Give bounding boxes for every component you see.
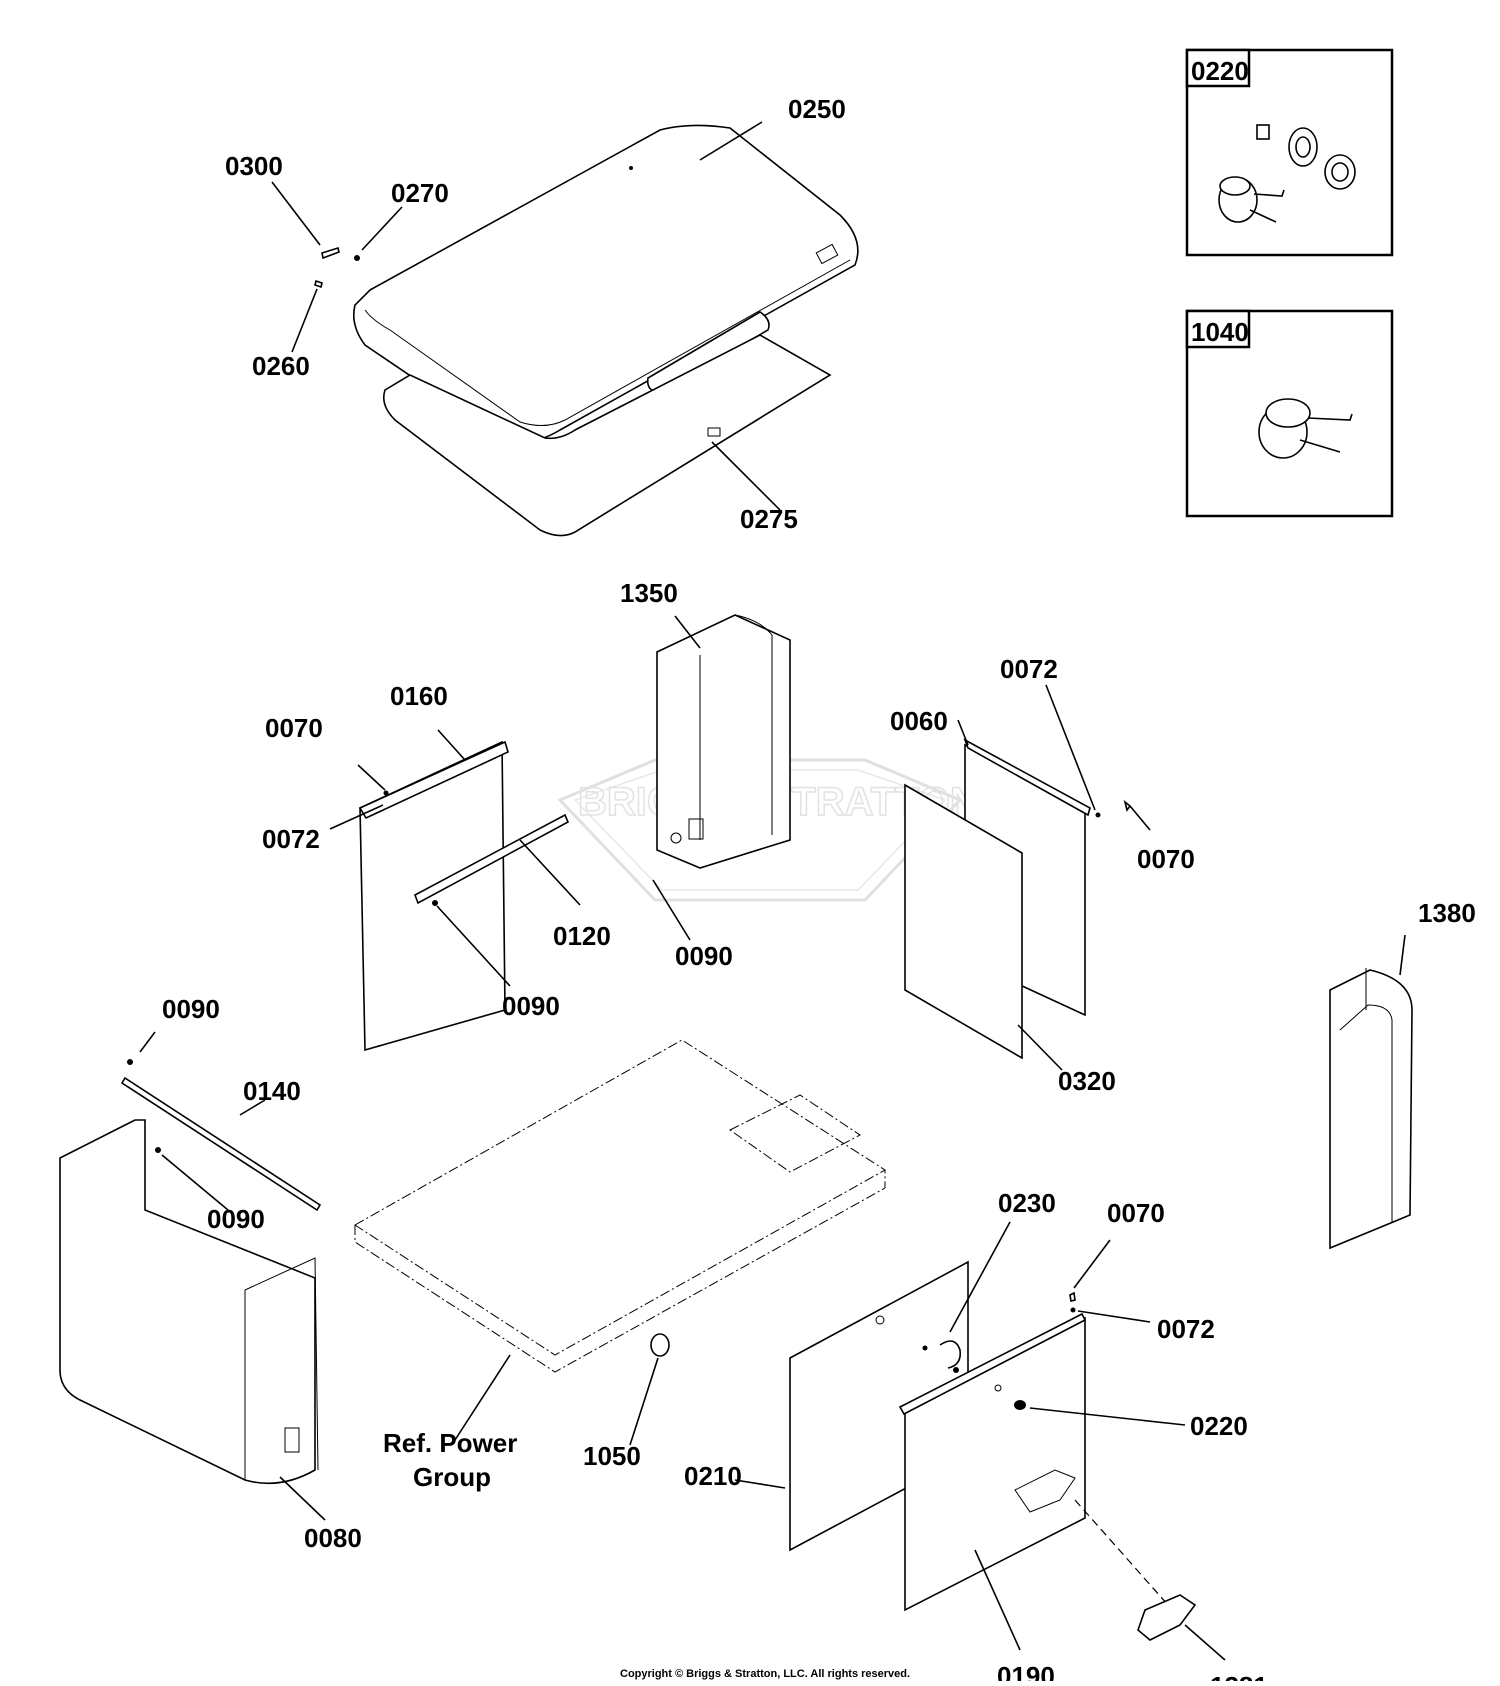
callout-0090-lower-left: 0090 <box>207 1204 265 1234</box>
part-0080-enclosure-side <box>59 1119 326 1521</box>
part-1381-badge <box>1074 1499 1226 1661</box>
inset-box-1040: 1040 <box>1185 309 1394 518</box>
callout-0072-left: 0072 <box>262 824 320 854</box>
inset-box-label-1040: 1040 <box>1191 317 1249 347</box>
callout-0300: 0300 <box>225 151 283 181</box>
part-0120-brace <box>414 813 581 987</box>
callout-0220: 0220 <box>1190 1411 1248 1441</box>
copyright-notice: Copyright © Briggs & Stratton, LLC. All … <box>620 1668 910 1680</box>
part-hardware-0300-0270-0260 <box>271 181 403 353</box>
callout-1350: 1350 <box>620 578 678 608</box>
part-0140-bar <box>120 1031 322 1212</box>
part-0230-latch <box>922 1221 1011 1373</box>
part-0160-left-panel <box>329 729 509 1052</box>
part-hardware-0070-0072 <box>1069 1239 1151 1323</box>
part-0320-side-panel <box>904 783 1063 1071</box>
callout-1050: 1050 <box>583 1441 641 1471</box>
callout-0140: 0140 <box>243 1076 301 1106</box>
callout-0070-right: 0070 <box>1137 844 1195 874</box>
part-1380-end-panel <box>1329 934 1413 1250</box>
callout-0250: 0250 <box>788 94 846 124</box>
key-lock-assembly-icon <box>1218 124 1356 223</box>
callout-ref-power-line1: Ref. Power <box>383 1428 517 1458</box>
callout-1381: 1381 <box>1210 1671 1268 1681</box>
callout-0190: 0190 <box>997 1661 1055 1681</box>
inset-box-label-0220: 0220 <box>1191 56 1249 86</box>
callout-0275: 0275 <box>740 504 798 534</box>
part-1350-center-panel <box>652 614 791 941</box>
ref-power-group-base <box>354 1039 886 1441</box>
part-0250-roof-lid <box>352 121 859 444</box>
callout-0090-brace: 0090 <box>502 991 560 1021</box>
callout-0072-lower-right: 0072 <box>1157 1314 1215 1344</box>
callout-0320: 0320 <box>1058 1066 1116 1096</box>
callout-0080: 0080 <box>304 1523 362 1553</box>
callout-0270: 0270 <box>391 178 449 208</box>
callout-0230: 0230 <box>998 1188 1056 1218</box>
part-0190-door <box>898 1312 1186 1651</box>
callout-0160: 0160 <box>390 681 448 711</box>
key-set-icon <box>1258 398 1353 459</box>
part-1050-plug <box>629 1333 670 1446</box>
callout-ref-power-line2: Group <box>413 1462 491 1492</box>
callout-0090-top-left: 0090 <box>162 994 220 1024</box>
callout-0070-lower-right: 0070 <box>1107 1198 1165 1228</box>
callout-0210: 0210 <box>684 1461 742 1491</box>
callout-0120: 0120 <box>553 921 611 951</box>
callout-0070-left: 0070 <box>265 713 323 743</box>
callout-0090-center: 0090 <box>675 941 733 971</box>
leader-0250 <box>699 121 763 161</box>
callout-0060: 0060 <box>890 706 948 736</box>
leader-0275 <box>711 441 781 511</box>
callout-0072-right: 0072 <box>1000 654 1058 684</box>
part-0275-roof-panel <box>382 334 832 537</box>
inset-box-0220: 0220 <box>1185 48 1394 257</box>
callout-1380: 1380 <box>1418 898 1476 928</box>
callout-0260: 0260 <box>252 351 310 381</box>
